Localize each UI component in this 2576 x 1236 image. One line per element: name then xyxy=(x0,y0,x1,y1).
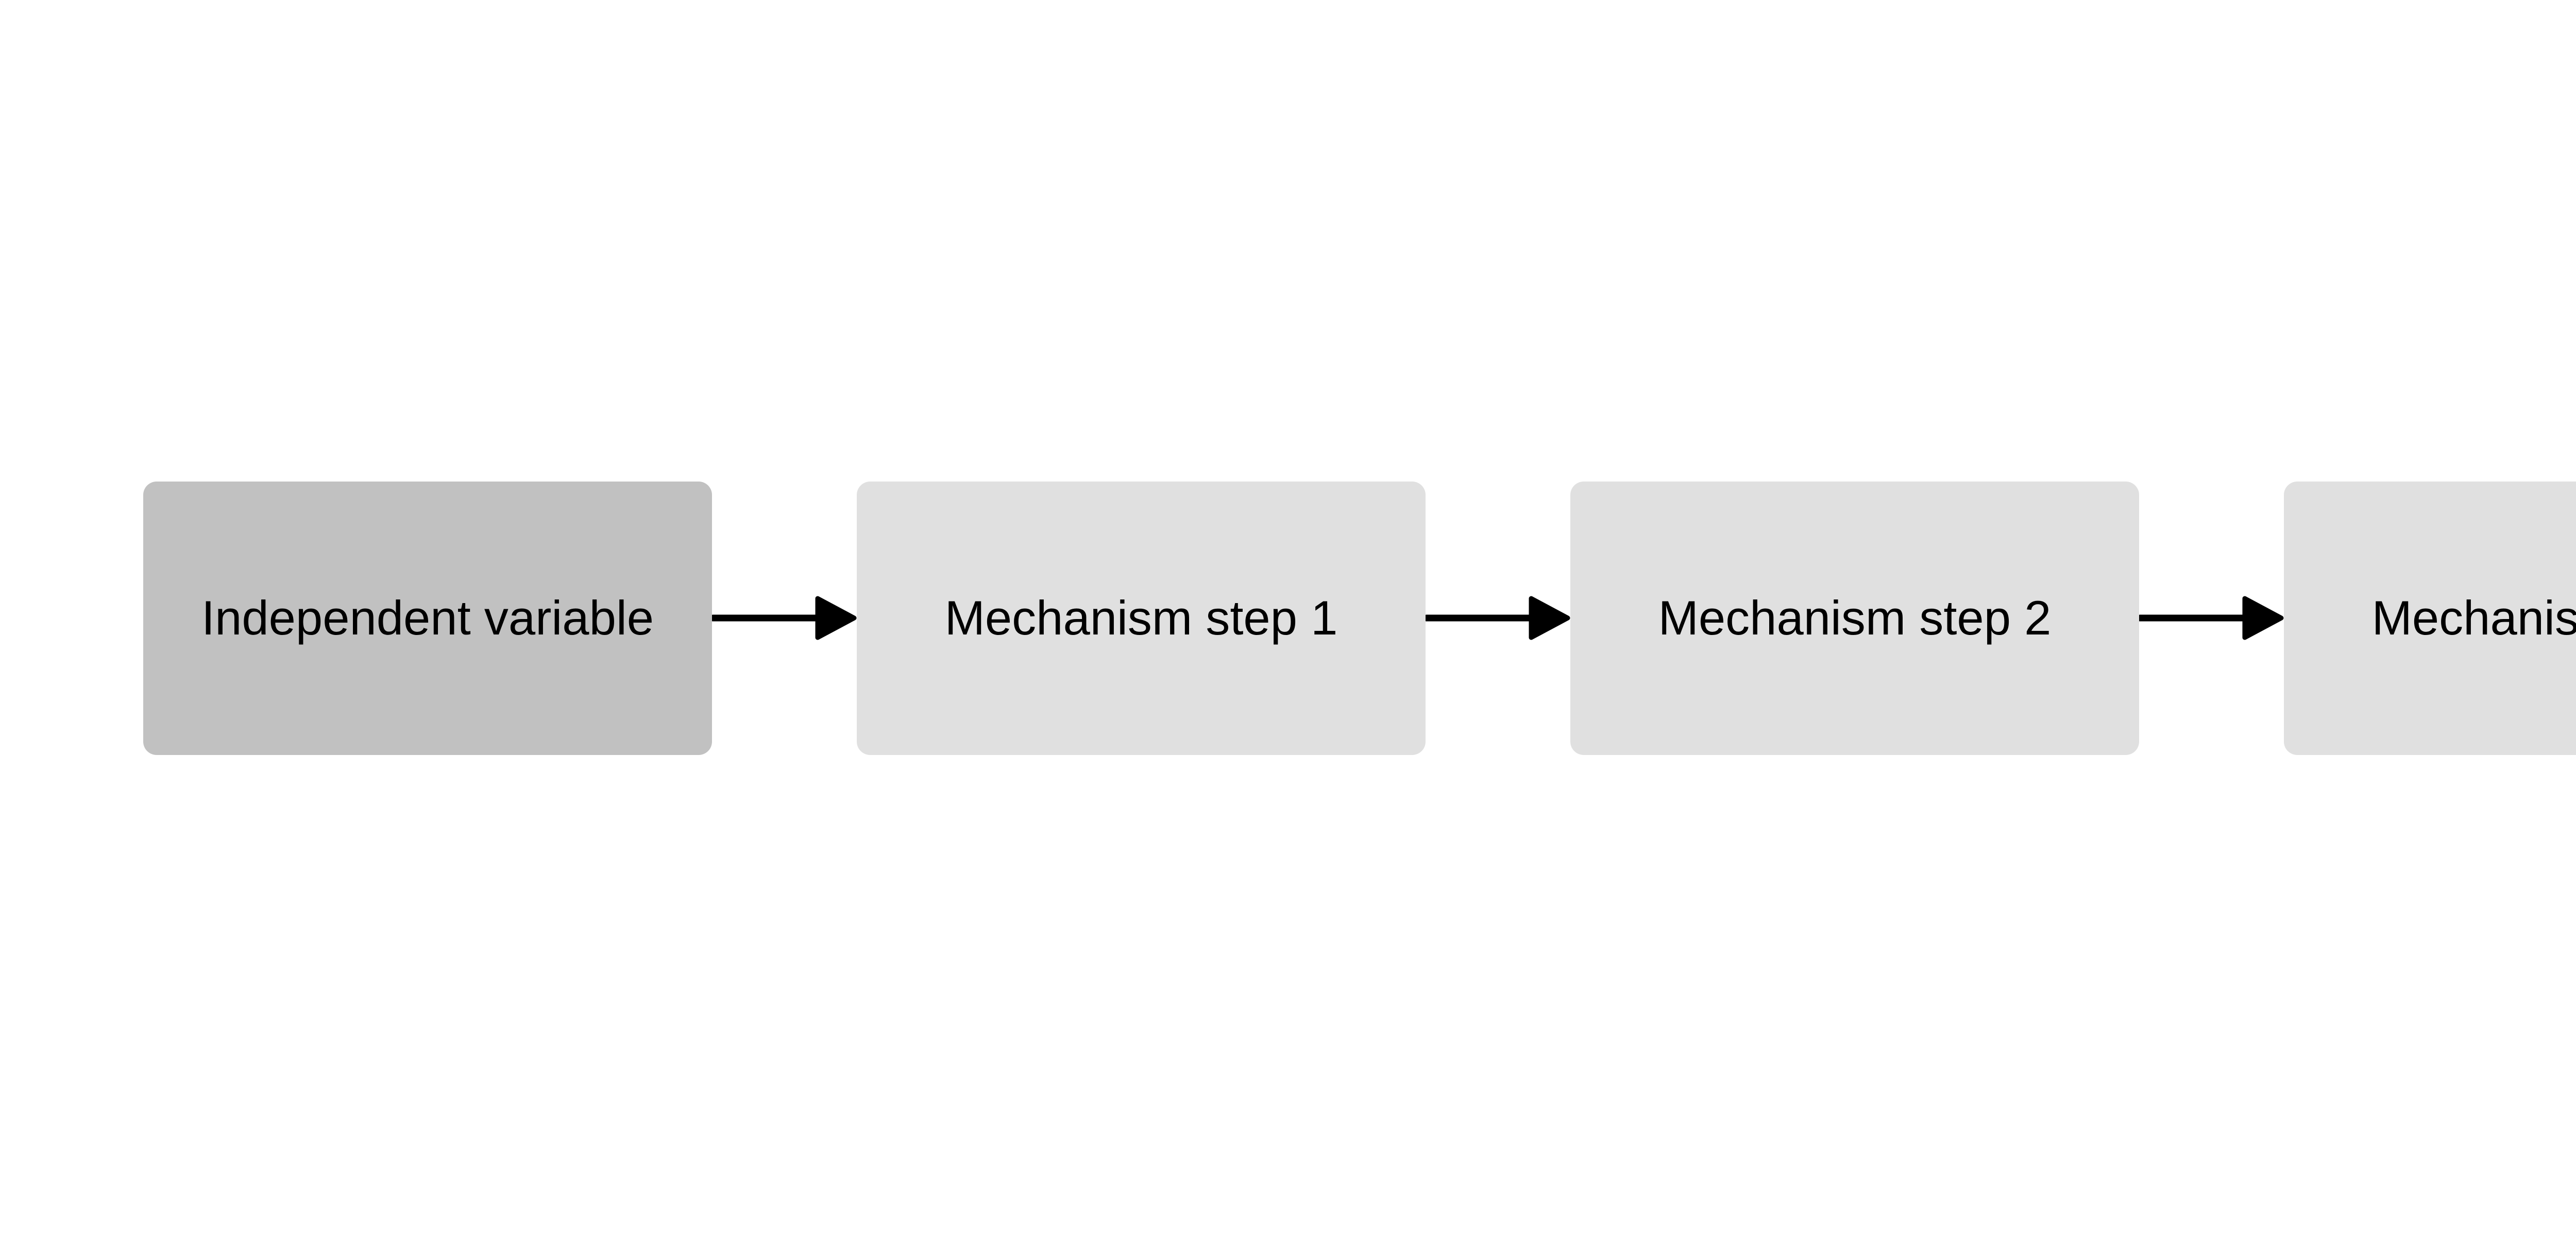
node-label: Independent variable xyxy=(201,590,654,645)
diagram-row: Independent variable Mechanism step 1 Mech… xyxy=(143,481,2576,755)
arrow-independent-variable-to-mechanism-step-1 xyxy=(712,596,857,640)
node-label: Mechanism step 3 xyxy=(2371,590,2576,645)
node-independent-variable: Independent variable xyxy=(143,481,712,755)
node-mechanism-step-3: Mechanism step 3 xyxy=(2284,481,2576,755)
node-mechanism-step-2: Mechanism step 2 xyxy=(1570,481,2139,755)
arrow-mechanism-step-2-to-mechanism-step-3 xyxy=(2139,596,2284,640)
node-label: Mechanism step 2 xyxy=(1658,590,2052,645)
node-mechanism-step-1: Mechanism step 1 xyxy=(857,481,1426,755)
arrow-mechanism-step-1-to-mechanism-step-2 xyxy=(1426,596,1570,640)
node-label: Mechanism step 1 xyxy=(944,590,1338,645)
